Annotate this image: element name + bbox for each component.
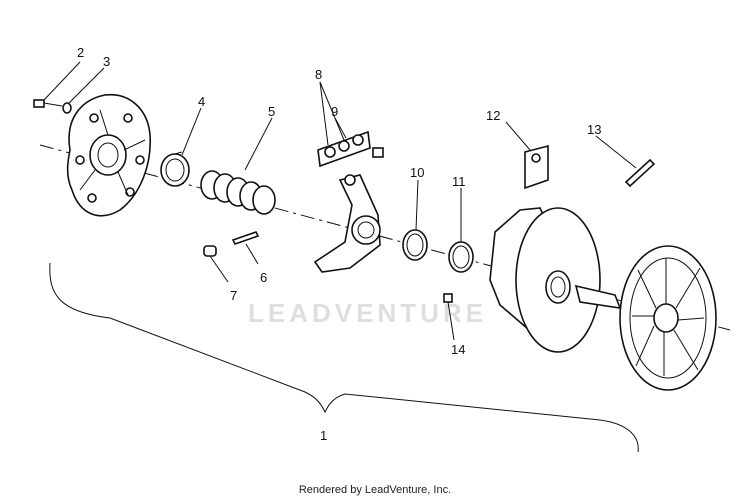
callout-4: 4 — [198, 94, 205, 109]
callout-3: 3 — [103, 54, 110, 69]
part-14-screw — [443, 293, 453, 303]
part-10-ring — [402, 229, 428, 261]
cover-plate — [66, 93, 151, 217]
callout-8: 8 — [315, 67, 322, 82]
spider-arm — [313, 174, 381, 273]
callout-2: 2 — [77, 45, 84, 60]
callout-10: 10 — [410, 165, 424, 180]
callout-labels: 1 2 3 4 5 6 7 8 9 10 11 12 13 14 — [77, 45, 601, 443]
callout-5: 5 — [268, 104, 275, 119]
callout-11: 11 — [452, 174, 466, 189]
callout-13: 13 — [587, 122, 601, 137]
footer-credit: Rendered by LeadVenture, Inc. — [298, 484, 452, 496]
callout-14: 14 — [451, 342, 465, 357]
fixed-sheave — [574, 245, 717, 391]
callout-6: 6 — [260, 270, 267, 285]
part-6-pin — [231, 231, 260, 245]
part-4-bushing — [160, 151, 190, 187]
part-12-clip — [524, 144, 549, 190]
leader-lines — [43, 61, 637, 341]
part-7-button — [203, 245, 217, 257]
moveable-sheave — [489, 207, 601, 353]
part-13-bolt — [624, 158, 656, 188]
part-2-bolt — [33, 99, 63, 108]
part-3-washer — [62, 102, 72, 114]
bracket-1 — [49, 262, 639, 453]
part-11-bushing — [448, 241, 474, 273]
callout-7: 7 — [230, 288, 237, 303]
part-8-9-hardware — [317, 130, 384, 168]
part-5-spring — [200, 170, 276, 215]
callout-9: 9 — [331, 104, 338, 119]
watermark: LEADVENTURE — [248, 298, 487, 328]
callout-1: 1 — [320, 428, 327, 443]
callout-12: 12 — [486, 108, 500, 123]
